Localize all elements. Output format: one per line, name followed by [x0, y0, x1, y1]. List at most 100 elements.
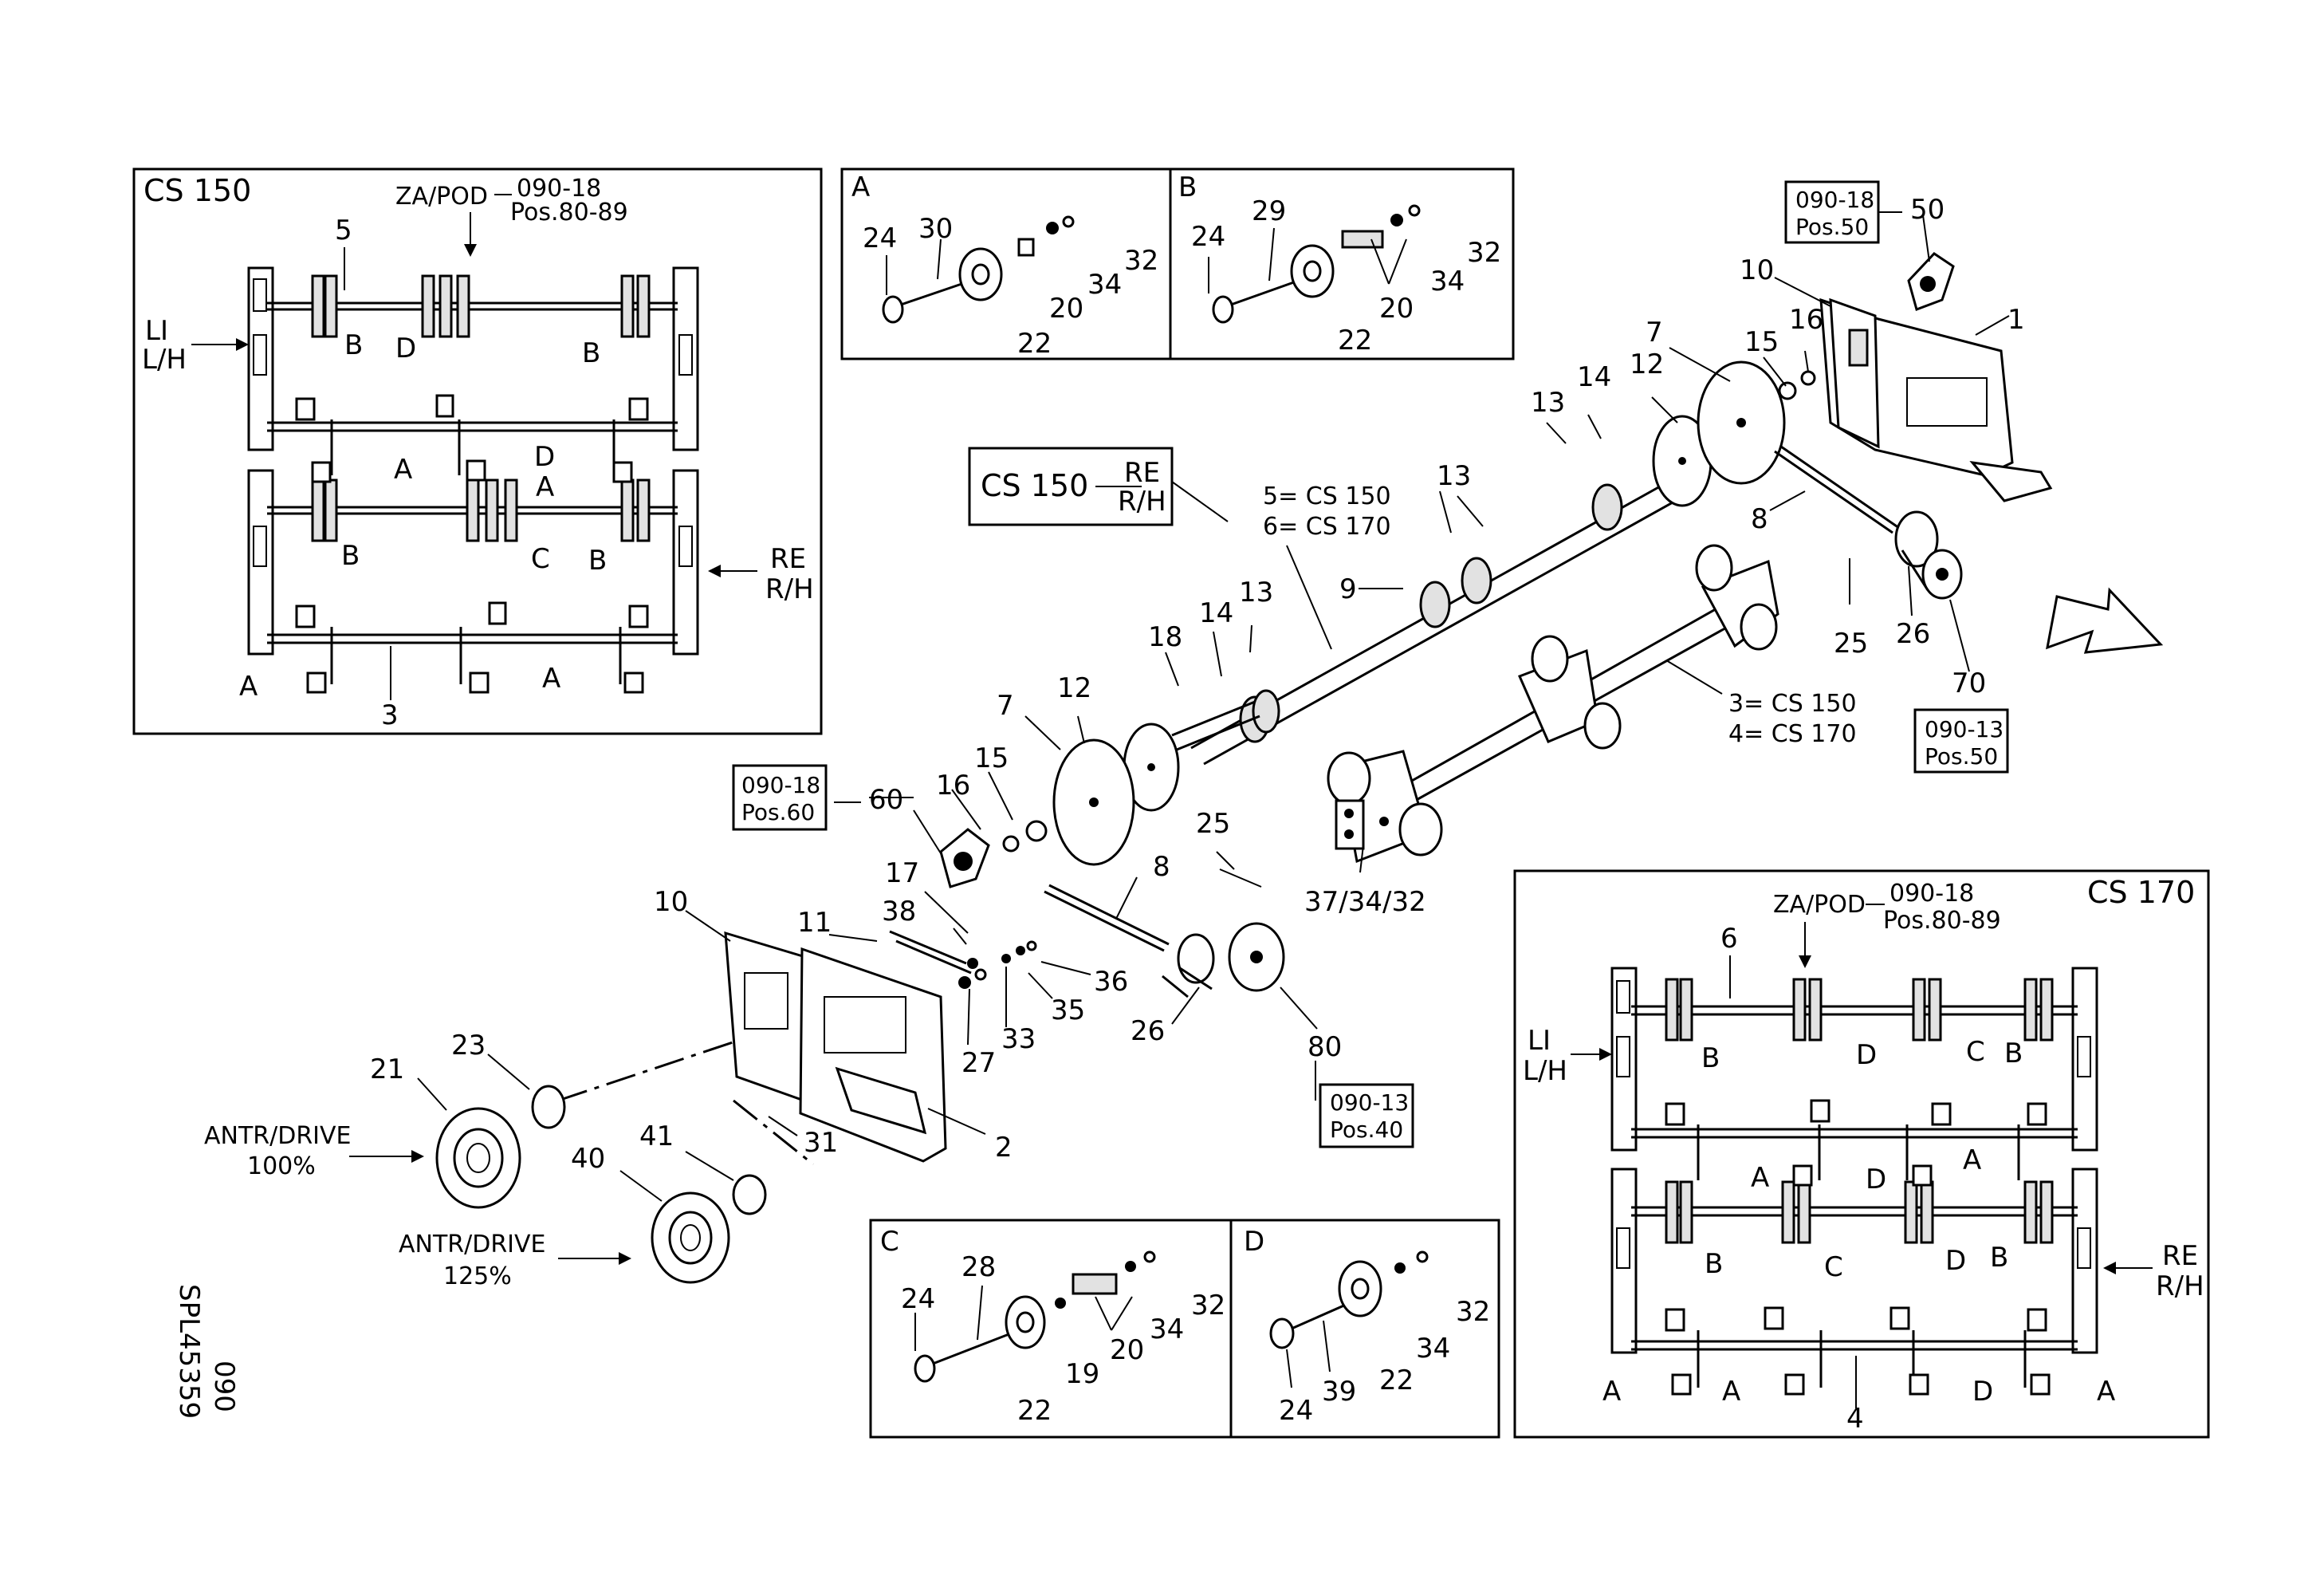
- part-num: 15: [974, 742, 1009, 774]
- cs170-frame-drawing: [1610, 967, 2098, 1396]
- cs170-letter: C: [1966, 1036, 1985, 1068]
- panel-cs150-pos: Pos.80-89: [510, 199, 628, 226]
- cs150-letter: B: [344, 329, 363, 361]
- part-num: 35: [1051, 994, 1085, 1026]
- detail-c-num: 34: [1150, 1313, 1184, 1345]
- panel-cs150-right-2: R/H: [765, 573, 814, 605]
- detail-a-num: 22: [1017, 328, 1052, 360]
- panel-cs170-right-1: RE: [2162, 1240, 2198, 1272]
- panel-cs150-zapod: ZA/POD: [395, 183, 488, 211]
- detail-a-num: 32: [1124, 245, 1158, 277]
- detail-d-num: 34: [1416, 1333, 1450, 1365]
- part-num: 26: [1896, 618, 1930, 650]
- refbox-right-70-pos: Pos.50: [1925, 743, 1998, 770]
- part-num: 7: [997, 690, 1014, 722]
- panel-cs170-right-2: R/H: [2156, 1270, 2204, 1302]
- panel-cs170-left-1: LI: [1528, 1025, 1551, 1057]
- part-num: 60: [869, 784, 903, 816]
- detail-a-num: 20: [1049, 293, 1083, 325]
- detail-c-num: 19: [1065, 1358, 1099, 1390]
- detail-b-num: 34: [1430, 266, 1465, 297]
- detail-b-num: 22: [1338, 325, 1372, 356]
- drive-125-label: ANTR/DRIVE: [399, 1231, 546, 1258]
- panel-cs150-shaft-top: 5: [335, 215, 352, 246]
- panel-cs170-shaft-top: 6: [1720, 923, 1738, 955]
- part-num: 2: [995, 1132, 1013, 1164]
- detail-b-title: B: [1178, 171, 1197, 203]
- part-num: 14: [1577, 361, 1611, 393]
- part-num: 31: [804, 1127, 838, 1159]
- part-num: 80: [1307, 1031, 1342, 1063]
- refbox-left-60: 090-18 Pos.60: [732, 764, 828, 831]
- part-num: 17: [885, 857, 919, 889]
- part-num: 7: [1646, 317, 1663, 349]
- refbox-top-right-pos: Pos.50: [1795, 214, 1869, 240]
- part-num: 10: [654, 886, 688, 918]
- cs150-letter: A: [239, 671, 258, 703]
- shaft-legend-bottom-2: 4= CS 170: [1728, 720, 1857, 748]
- refbox-right-70-ref: 090-13: [1925, 716, 2004, 742]
- part-num: 13: [1437, 460, 1471, 492]
- panel-cs150: CS 150 ZA/POD 090-18 Pos.80-89 5 LI L/H …: [132, 167, 823, 735]
- part-num: 26: [1131, 1015, 1165, 1047]
- part-num: 11: [797, 907, 832, 939]
- cs150-letter: A: [394, 454, 412, 486]
- panel-detail-ab: A B 24 30 22 20 34 32 24 29 22 20 34 3: [840, 167, 1515, 360]
- detail-a-num: 30: [918, 213, 953, 245]
- part-num: 70: [1952, 668, 1986, 699]
- cs170-letter: A: [1963, 1144, 1981, 1176]
- refbox-left-60-pos: Pos.60: [741, 799, 815, 825]
- part-num: 13: [1239, 577, 1273, 608]
- part-num: 21: [370, 1053, 404, 1085]
- part-num: 10: [1740, 254, 1774, 286]
- part-num: 13: [1531, 387, 1565, 419]
- cs150-frame-drawing: [247, 266, 699, 694]
- refbox-top-right: 090-18 Pos.50: [1784, 180, 1902, 244]
- detail-a-num: 24: [863, 223, 897, 254]
- panel-cs170-shaft-bottom: 4: [1846, 1403, 1864, 1435]
- panel-cs150-title: CS 150: [144, 173, 251, 208]
- detail-c-num: 20: [1110, 1334, 1144, 1366]
- part-num: 1: [2007, 304, 2025, 336]
- panel-cs170-left-2: L/H: [1523, 1055, 1567, 1087]
- cs150-letter: B: [588, 545, 607, 577]
- part-num: 12: [1630, 349, 1664, 380]
- cs170-letter: A: [2097, 1376, 2115, 1408]
- part-num: 36: [1094, 966, 1128, 998]
- detail-a-title: A: [851, 171, 870, 203]
- cs170-letter: D: [1866, 1164, 1886, 1195]
- detail-c-num: 28: [961, 1251, 996, 1283]
- detail-c-title: C: [880, 1226, 899, 1258]
- panel-cs170-title: CS 170: [2087, 875, 2195, 910]
- side-code-line2: 090: [208, 1361, 240, 1412]
- refbox-bottom-80-pos: Pos.40: [1330, 1116, 1403, 1143]
- detail-d-num: 39: [1322, 1376, 1356, 1408]
- shaft-legend-top-1: 5= CS 150: [1263, 482, 1391, 510]
- panel-cs150-ref: 090-18: [517, 175, 601, 203]
- detail-b-num: 24: [1191, 221, 1225, 253]
- part-num: 27: [961, 1047, 996, 1079]
- shaft-legend-bottom-1: 3= CS 150: [1728, 690, 1857, 718]
- cs170-letter: B: [2004, 1038, 2023, 1069]
- detail-d-num: 32: [1456, 1296, 1490, 1328]
- part-num: 9: [1339, 573, 1357, 605]
- cs170-letter: A: [1722, 1376, 1740, 1408]
- callout-model: CS 150: [981, 468, 1088, 503]
- part-num: 12: [1057, 672, 1091, 704]
- drive-100-label: ANTR/DRIVE: [204, 1122, 352, 1150]
- panel-cs150-right-1: RE: [770, 543, 806, 575]
- panel-cs170-pos: Pos.80-89: [1883, 907, 2001, 935]
- callout-re: RE: [1124, 457, 1160, 489]
- callout-cs150-re: CS 150 RE R/H: [968, 447, 1229, 526]
- detail-d-title: D: [1244, 1226, 1264, 1258]
- cs170-letter: D: [1945, 1245, 1966, 1277]
- part-num: 15: [1744, 326, 1779, 358]
- part-num: 38: [882, 896, 916, 927]
- part-num: 14: [1199, 597, 1233, 629]
- refbox-bottom-80: 090-13 Pos.40: [1319, 1083, 1414, 1148]
- detail-c-num: 22: [1017, 1395, 1052, 1427]
- panel-cs150-left-2: L/H: [142, 344, 187, 376]
- detail-b-num: 20: [1379, 293, 1414, 325]
- cs150-letter: D: [395, 333, 416, 364]
